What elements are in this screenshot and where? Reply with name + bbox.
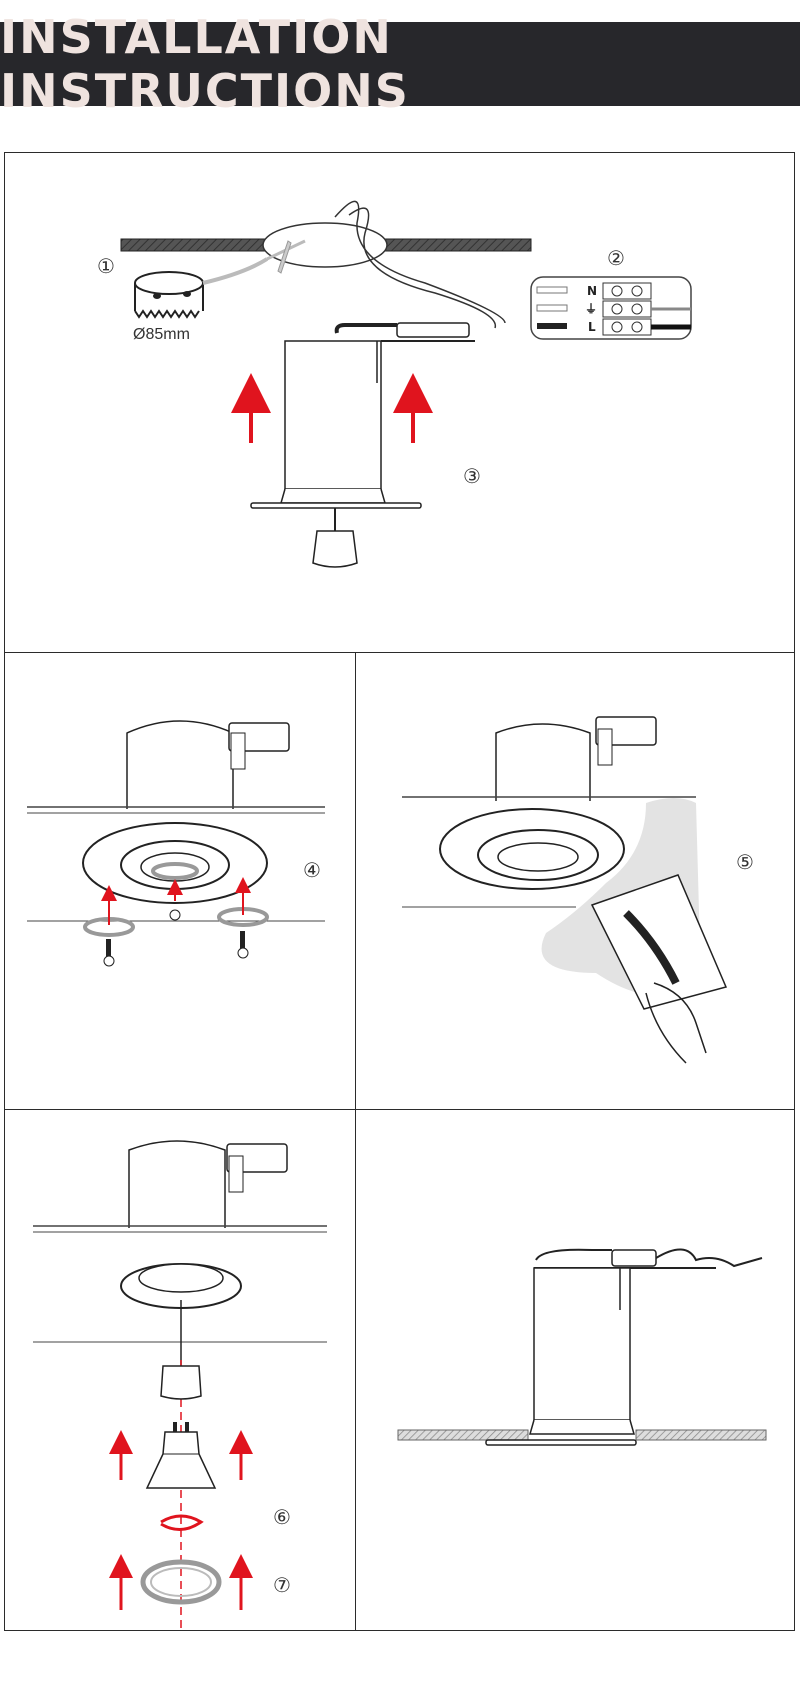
- panel-step-4: ④: [4, 652, 357, 1111]
- diagram-step-4: ④: [27, 720, 325, 967]
- terminal-neutral-label: N: [587, 284, 597, 298]
- page-title: INSTALLATION INSTRUCTIONS: [0, 10, 410, 118]
- terminal-live-label: L: [588, 320, 596, 334]
- diagram-step-5: ⑤: [402, 716, 754, 1064]
- paper-sheet-icon: [590, 874, 728, 1064]
- step-5-marker: ⑤: [736, 850, 754, 874]
- screw-icon: [103, 909, 249, 967]
- retaining-ring: [140, 1559, 222, 1605]
- ceiling-right: [635, 1429, 767, 1441]
- trim-flange: [250, 502, 422, 509]
- hole-saw-icon: [134, 239, 306, 319]
- installed-housing: [533, 1267, 631, 1421]
- ceiling-left: [120, 238, 268, 252]
- ceiling-left: [397, 1429, 529, 1441]
- step-3-marker: ③: [463, 464, 481, 488]
- diagram-steps-1-3: ① Ø85mm N ⏚ L ②: [97, 200, 692, 568]
- step-2-marker: ②: [607, 246, 625, 270]
- terminal-block-icon: [530, 276, 692, 340]
- step-1-marker: ①: [97, 254, 115, 278]
- panel-steps-1-3: ① Ø85mm N ⏚ L ②: [4, 152, 795, 654]
- rotate-arrow-icon: [160, 1514, 204, 1531]
- step-7-marker: ⑦: [273, 1573, 291, 1597]
- diagram-steps-6-7: ⑥ ⑦: [33, 1140, 327, 1630]
- panel-steps-6-7: ⑥ ⑦: [4, 1109, 357, 1631]
- downlight-housing: [284, 340, 382, 490]
- terminal-earth-label: ⏚: [585, 302, 597, 316]
- gu10-lamp-icon: [145, 1422, 217, 1489]
- trim-flange: [485, 1439, 637, 1446]
- hole-diameter-label: Ø85mm: [133, 326, 190, 343]
- step-6-marker: ⑥: [273, 1505, 291, 1529]
- step-4-marker: ④: [303, 858, 321, 882]
- ceiling-hole: [262, 222, 388, 268]
- panel-step-5: ⑤: [355, 652, 795, 1111]
- diagram-finished: [397, 1248, 767, 1446]
- header-banner: INSTALLATION INSTRUCTIONS: [0, 10, 800, 118]
- panel-finished: [355, 1109, 795, 1631]
- ceiling-right: [384, 238, 532, 252]
